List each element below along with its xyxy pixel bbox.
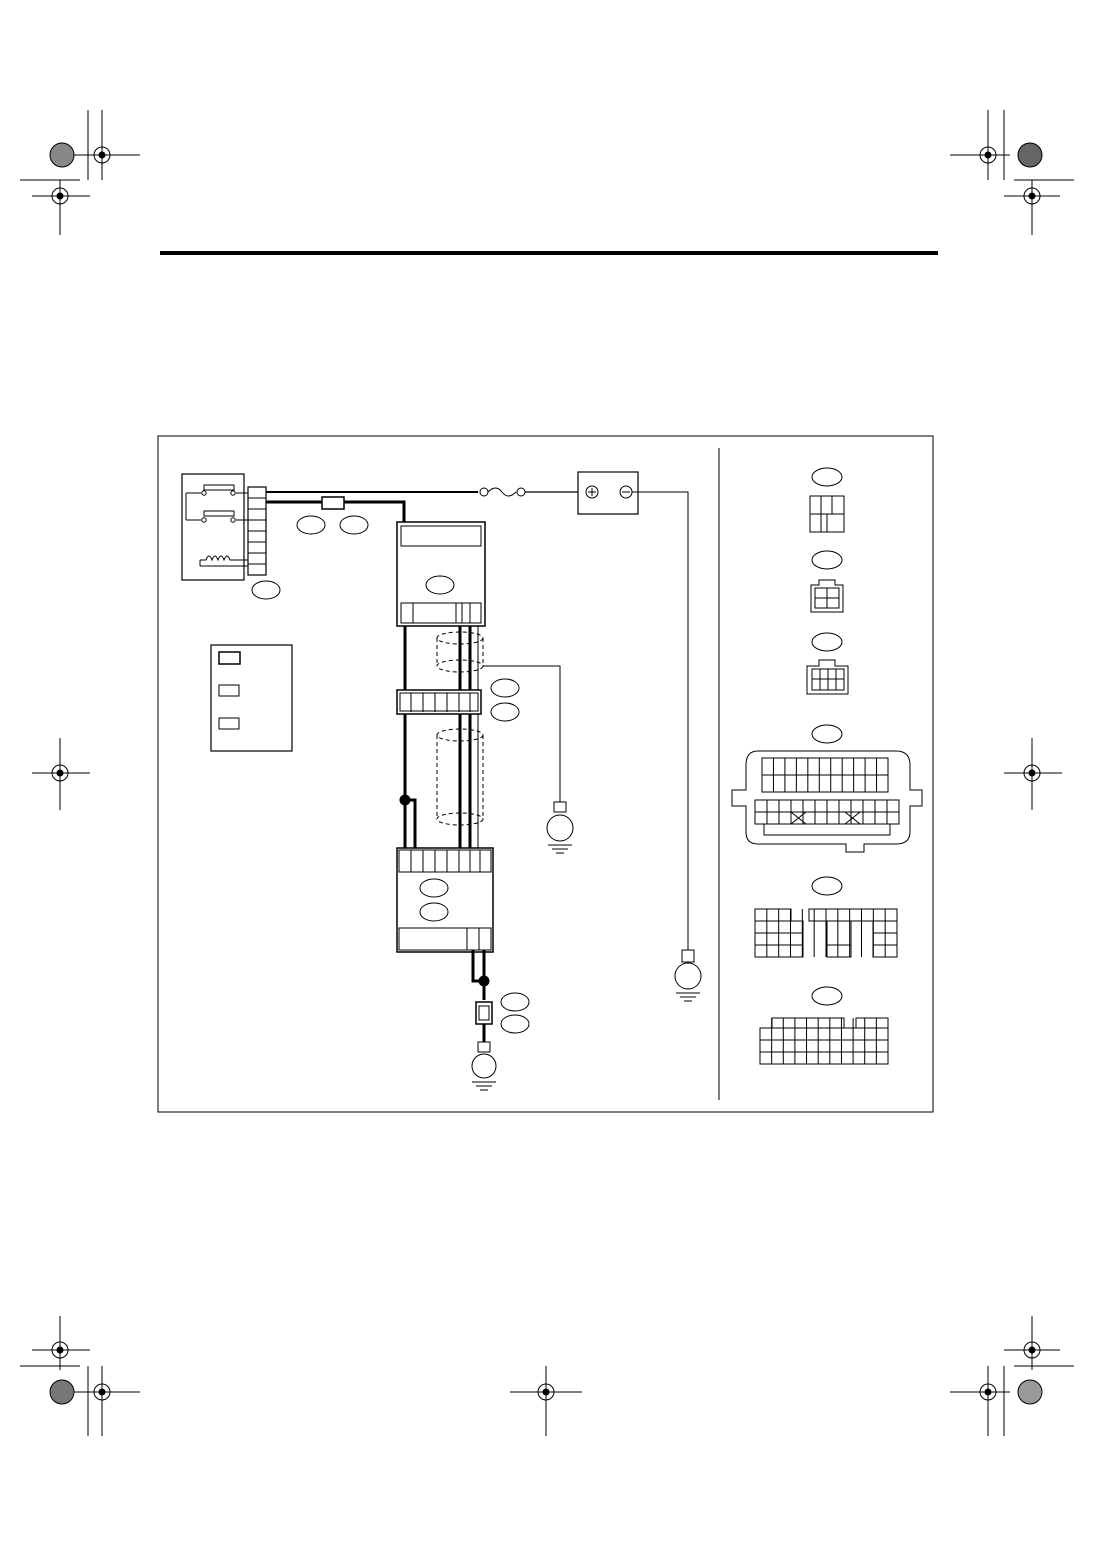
crop-mark-top-left [20,110,140,235]
crop-mark-mid-left [32,738,90,810]
connector-4-lower-pins [754,799,900,836]
battery-ground-wire [632,491,689,950]
ground-terminal-lower [475,992,530,1042]
connector-view-4 [731,724,923,853]
legend-swatch-3 [218,717,240,730]
connector-6-badge [811,986,843,1006]
ground-terminal-badge-1 [500,992,530,1012]
connector-4-badge [811,724,843,744]
legend-box [210,644,293,752]
crop-mark-top-right [950,110,1074,235]
connector-4-blank-pin-right-icon [844,811,861,825]
intermediate-connector [396,678,520,722]
relay-block-badge [251,580,281,600]
ground-icon [546,801,574,854]
shield-lower [436,728,484,826]
relay-contact-2-icon [185,500,248,523]
fuse-icon [479,487,578,497]
connector-4-blank-pin-left-icon [790,811,807,825]
ground-icon-battery [674,949,702,1002]
relay-to-module-wire [266,500,406,522]
shield-drain-wire [483,665,561,802]
upper-module-badge [425,575,455,595]
crop-mark-mid-right [1004,738,1062,810]
splice-point-lower [478,975,490,987]
connector-3-badge [811,632,843,652]
connector-view-5 [754,876,898,958]
connector-1-badge [811,467,843,487]
relay-coil-icon [199,555,248,567]
diagram-frame [157,435,934,1113]
ground-terminal-badge-2 [500,1014,530,1034]
lower-module-badge-1 [419,878,449,898]
relay-contact-1-icon [185,484,248,500]
crop-mark-bottom-right [950,1316,1074,1436]
crop-mark-bottom-left [20,1316,140,1436]
legend-swatch-2 [218,684,240,697]
connector-4-upper-pins [761,757,889,793]
crop-mark-bottom-center [510,1366,582,1436]
connector-panel [731,467,923,1065]
connector-2-badge [811,550,843,570]
connector-view-6 [759,986,889,1065]
inline-fuse-badge-2 [339,515,369,535]
lower-module-badge-2 [419,902,449,922]
wiring-diagram [181,471,702,1091]
splice-point-upper [399,794,411,806]
upper-module [396,521,486,627]
header-rule [160,251,938,255]
ground-icon-lower [471,1041,497,1091]
inline-fuse-badge-1 [296,515,326,535]
lower-module [396,847,494,953]
connector-view-1 [809,467,845,533]
shield-upper [436,631,484,673]
intermediate-connector-badge-2 [490,702,520,722]
connector-view-3 [806,632,849,695]
registration-marks [20,110,1074,1436]
legend-swatch-1 [218,651,241,665]
connector-5-badge [811,876,843,896]
battery-icon [577,471,639,515]
inline-fuse [296,496,369,535]
relay-block [181,473,281,600]
intermediate-connector-badge-1 [490,678,520,698]
connector-view-2 [810,550,844,613]
